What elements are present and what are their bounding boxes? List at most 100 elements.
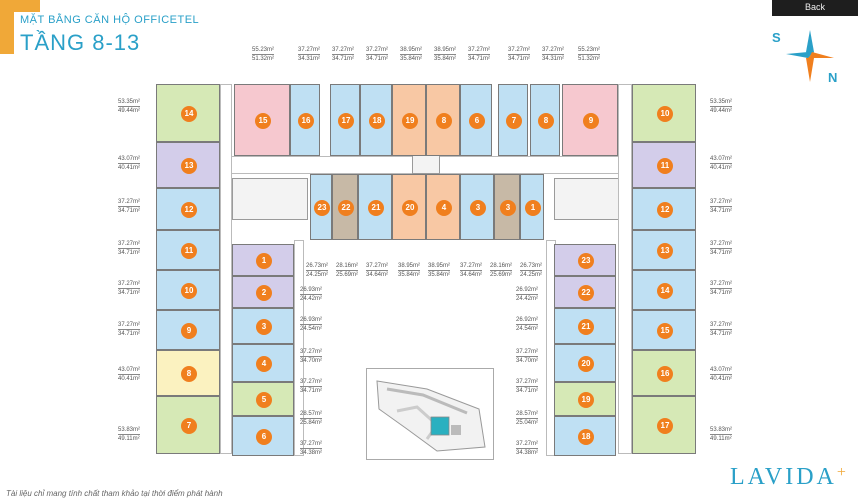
unit-21[interactable]: 21 [358, 174, 392, 240]
unit-number-badge: 8 [538, 113, 554, 129]
unit-6[interactable]: 6 [460, 84, 492, 156]
unit-number-badge: 11 [657, 158, 673, 174]
unit-18[interactable]: 18 [554, 416, 616, 456]
unit-1[interactable]: 1 [232, 244, 294, 276]
brand-logo: LAVIDA+ [730, 464, 849, 491]
unit-number-badge: 16 [657, 366, 673, 382]
unit-20[interactable]: 20 [392, 174, 426, 240]
unit-23[interactable]: 23 [554, 244, 616, 276]
back-button[interactable]: Back [772, 0, 858, 16]
site-key-map [366, 368, 494, 460]
unit-number-badge: 12 [181, 202, 197, 218]
unit-number-badge: 10 [657, 106, 673, 122]
unit-6[interactable]: 6 [232, 416, 294, 456]
unit-4[interactable]: 4 [232, 344, 294, 382]
compass-icon: S N [772, 30, 837, 84]
unit-8[interactable]: 8 [426, 84, 460, 156]
unit-10[interactable]: 10 [156, 270, 220, 310]
unit-number-badge: 15 [255, 113, 271, 129]
unit-number-badge: 1 [525, 200, 541, 216]
unit-2[interactable]: 2 [232, 276, 294, 308]
unit-21[interactable]: 21 [554, 308, 616, 344]
unit-number-badge: 16 [298, 113, 314, 129]
unit-number-badge: 1 [256, 253, 272, 269]
disclaimer-note: Tài liệu chỉ mang tính chất tham khảo tạ… [6, 489, 223, 498]
unit-22[interactable]: 22 [554, 276, 616, 308]
unit-16[interactable]: 16 [290, 84, 320, 156]
unit-7[interactable]: 7 [498, 84, 528, 156]
unit-17[interactable]: 17 [632, 396, 696, 454]
unit-number-badge: 8 [436, 113, 452, 129]
unit-3[interactable]: 3 [494, 174, 520, 240]
unit-5[interactable]: 5 [232, 382, 294, 416]
unit-3[interactable]: 3 [232, 308, 294, 344]
unit-11[interactable]: 11 [632, 142, 696, 188]
plan-subtitle: MẶT BẰNG CĂN HỘ OFFICETEL [20, 14, 200, 26]
unit-17[interactable]: 17 [330, 84, 360, 156]
unit-14[interactable]: 14 [156, 84, 220, 142]
unit-1[interactable]: 1 [520, 174, 544, 240]
unit-19[interactable]: 19 [392, 84, 426, 156]
unit-number-badge: 3 [470, 200, 486, 216]
unit-12[interactable]: 12 [156, 188, 220, 230]
title-accent-cap [0, 0, 40, 12]
unit-4[interactable]: 4 [426, 174, 460, 240]
unit-13[interactable]: 13 [156, 142, 220, 188]
unit-9[interactable]: 9 [562, 84, 618, 156]
unit-number-badge: 18 [369, 113, 385, 129]
unit-8[interactable]: 8 [530, 84, 560, 156]
unit-10[interactable]: 10 [632, 84, 696, 142]
unit-number-badge: 11 [181, 243, 197, 259]
unit-16[interactable]: 16 [632, 350, 696, 396]
unit-number-badge: 23 [314, 200, 330, 216]
unit-22[interactable]: 22 [332, 174, 358, 240]
unit-18[interactable]: 18 [360, 84, 392, 156]
site-map-drawing [376, 380, 486, 452]
unit-number-badge: 20 [402, 200, 418, 216]
unit-12[interactable]: 12 [632, 188, 696, 230]
unit-number-badge: 13 [657, 243, 673, 259]
unit-15[interactable]: 15 [632, 310, 696, 350]
unit-number-badge: 4 [256, 356, 272, 372]
unit-23[interactable]: 23 [310, 174, 332, 240]
unit-19[interactable]: 19 [554, 382, 616, 416]
unit-13[interactable]: 13 [632, 230, 696, 270]
unit-3[interactable]: 3 [460, 174, 494, 240]
unit-number-badge: 7 [506, 113, 522, 129]
unit-9[interactable]: 9 [156, 310, 220, 350]
unit-7[interactable]: 7 [156, 396, 220, 454]
unit-14[interactable]: 14 [632, 270, 696, 310]
unit-20[interactable]: 20 [554, 344, 616, 382]
stair-core-right [554, 178, 630, 220]
unit-15[interactable]: 15 [234, 84, 290, 156]
unit-11[interactable]: 11 [156, 230, 220, 270]
unit-8[interactable]: 8 [156, 350, 220, 396]
unit-number-badge: 4 [436, 200, 452, 216]
unit-number-badge: 9 [583, 113, 599, 129]
